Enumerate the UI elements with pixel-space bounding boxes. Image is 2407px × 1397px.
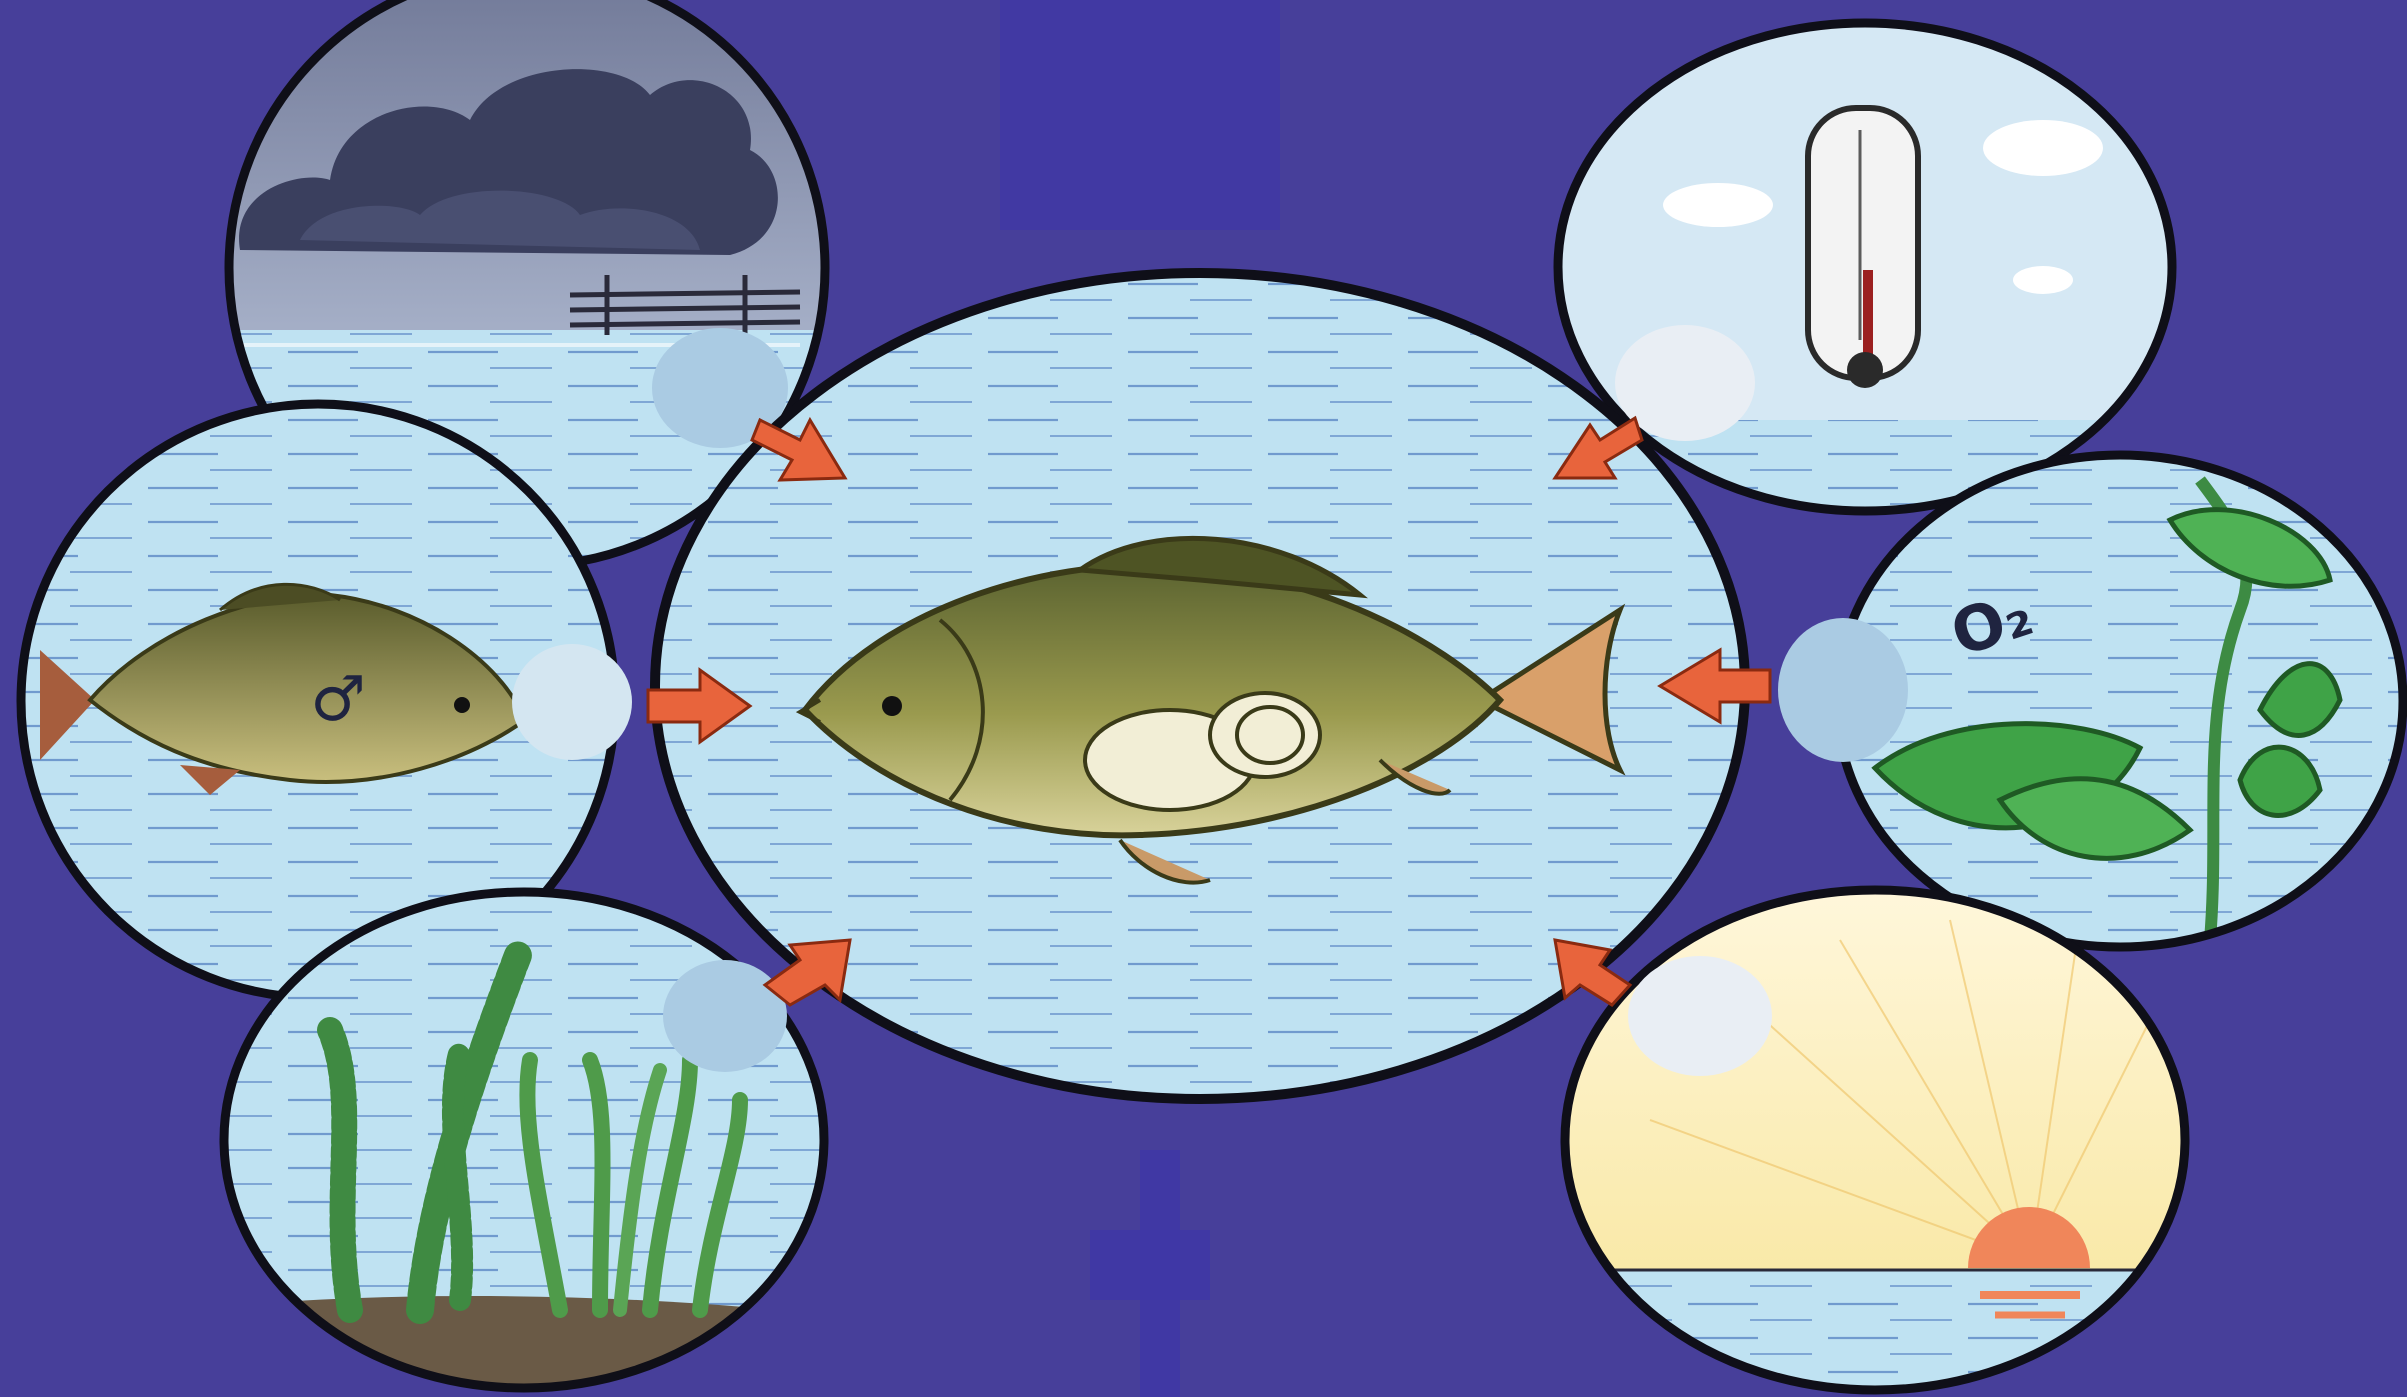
label-blank-sunlight (1628, 956, 1772, 1076)
label-blank-oxygen (1778, 618, 1908, 762)
male-symbol: ♂ (310, 662, 366, 735)
thermometer-icon (1808, 108, 1918, 388)
label-blank-plants (663, 960, 787, 1072)
fish-eye (882, 696, 902, 716)
label-blank-other-fish (512, 644, 632, 760)
